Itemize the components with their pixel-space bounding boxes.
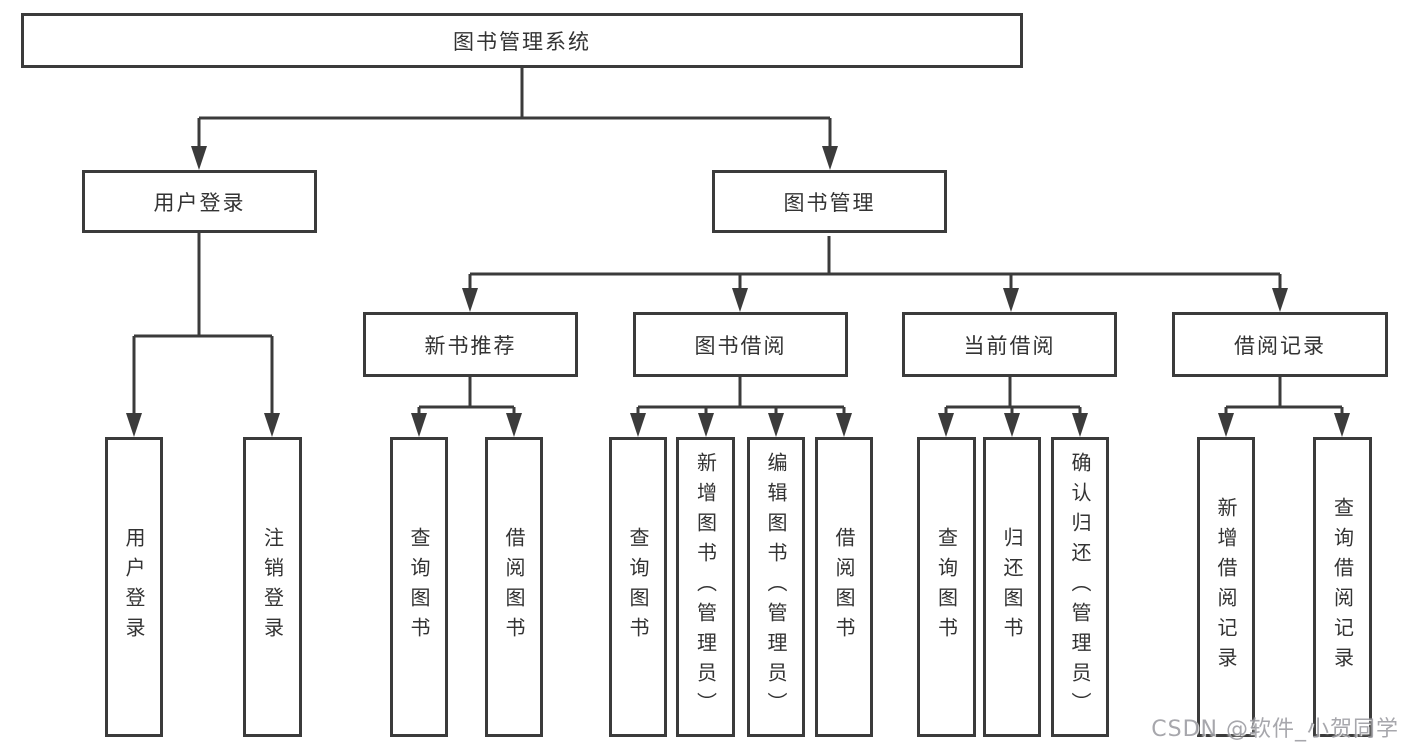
node-user-login: 用户登录 — [82, 170, 317, 233]
arrowhead-icon — [411, 413, 427, 437]
node-label: 新增借阅记录 — [1214, 497, 1238, 677]
node-new-book-recommend: 新书推荐 — [363, 312, 578, 377]
node-label: 借阅图书 — [502, 527, 526, 647]
node-label: 查询图书 — [626, 527, 650, 647]
arrowhead-icon — [768, 413, 784, 437]
leaf-query-borrow-record: 查询借阅记录 — [1313, 437, 1372, 737]
arrowhead-icon — [1072, 413, 1088, 437]
node-system-root: 图书管理系统 — [21, 13, 1023, 68]
arrowhead-icon — [698, 413, 714, 437]
arrowhead-icon — [822, 146, 838, 170]
node-label: 新书推荐 — [424, 333, 517, 358]
arrowhead-icon — [264, 413, 280, 437]
node-label: 用户登录 — [122, 527, 146, 647]
leaf-return-book: 归还图书 — [983, 437, 1041, 737]
arrowhead-icon — [506, 413, 522, 437]
node-label: 图书管理 — [783, 190, 876, 215]
node-label: 图书借阅 — [694, 333, 787, 358]
arrowhead-icon — [1334, 413, 1350, 437]
tree-edges — [132, 68, 1344, 415]
leaf-borrow-books: 借阅图书 — [815, 437, 873, 737]
leaf-logout: 注销登录 — [243, 437, 302, 737]
arrowhead-icon — [1004, 413, 1020, 437]
node-label: 图书管理系统 — [453, 29, 591, 54]
node-current-borrowing: 当前借阅 — [902, 312, 1117, 377]
arrowhead-icon — [126, 413, 142, 437]
csdn-watermark: CSDN @软件_小贺同学 — [1151, 717, 1399, 742]
node-label: 新增图书（管理员） — [693, 452, 718, 722]
node-label: 查询借阅记录 — [1330, 497, 1355, 677]
node-label: 借阅图书 — [832, 527, 856, 647]
node-book-borrowing: 图书借阅 — [633, 312, 848, 377]
node-label: 当前借阅 — [963, 333, 1056, 358]
leaf-borrow-books-recommend: 借阅图书 — [485, 437, 543, 737]
arrowhead-icon — [462, 288, 478, 312]
leaf-query-books-borrowing: 查询图书 — [609, 437, 667, 737]
leaf-query-books-recommend: 查询图书 — [390, 437, 448, 737]
node-label: 注销登录 — [260, 527, 285, 647]
leaf-edit-book-admin: 编辑图书（管理员） — [747, 437, 805, 737]
arrowhead-icons — [126, 146, 1350, 437]
leaf-add-borrow-record: 新增借阅记录 — [1197, 437, 1255, 737]
leaf-confirm-return-admin: 确认归还（管理员） — [1051, 437, 1109, 737]
arrowhead-icon — [1003, 288, 1019, 312]
node-label: 借阅记录 — [1234, 333, 1326, 358]
node-label: 确认归还（管理员） — [1068, 452, 1092, 722]
arrowhead-icon — [630, 413, 646, 437]
leaf-user-login: 用户登录 — [105, 437, 163, 737]
node-label: 编辑图书（管理员） — [764, 452, 788, 722]
arrowhead-icon — [191, 146, 207, 170]
arrowhead-icon — [732, 288, 748, 312]
node-borrowing-records: 借阅记录 — [1172, 312, 1388, 377]
arrowhead-icon — [1218, 413, 1234, 437]
node-label: 归还图书 — [1000, 527, 1024, 647]
node-label: 查询图书 — [934, 527, 959, 647]
leaf-query-books-current: 查询图书 — [917, 437, 976, 737]
arrowhead-icon — [836, 413, 852, 437]
node-label: 用户登录 — [153, 190, 246, 215]
leaf-add-book-admin: 新增图书（管理员） — [676, 437, 735, 737]
arrowhead-icon — [938, 413, 954, 437]
node-book-management: 图书管理 — [712, 170, 947, 233]
node-label: 查询图书 — [407, 527, 431, 647]
arrowhead-icon — [1272, 288, 1288, 312]
